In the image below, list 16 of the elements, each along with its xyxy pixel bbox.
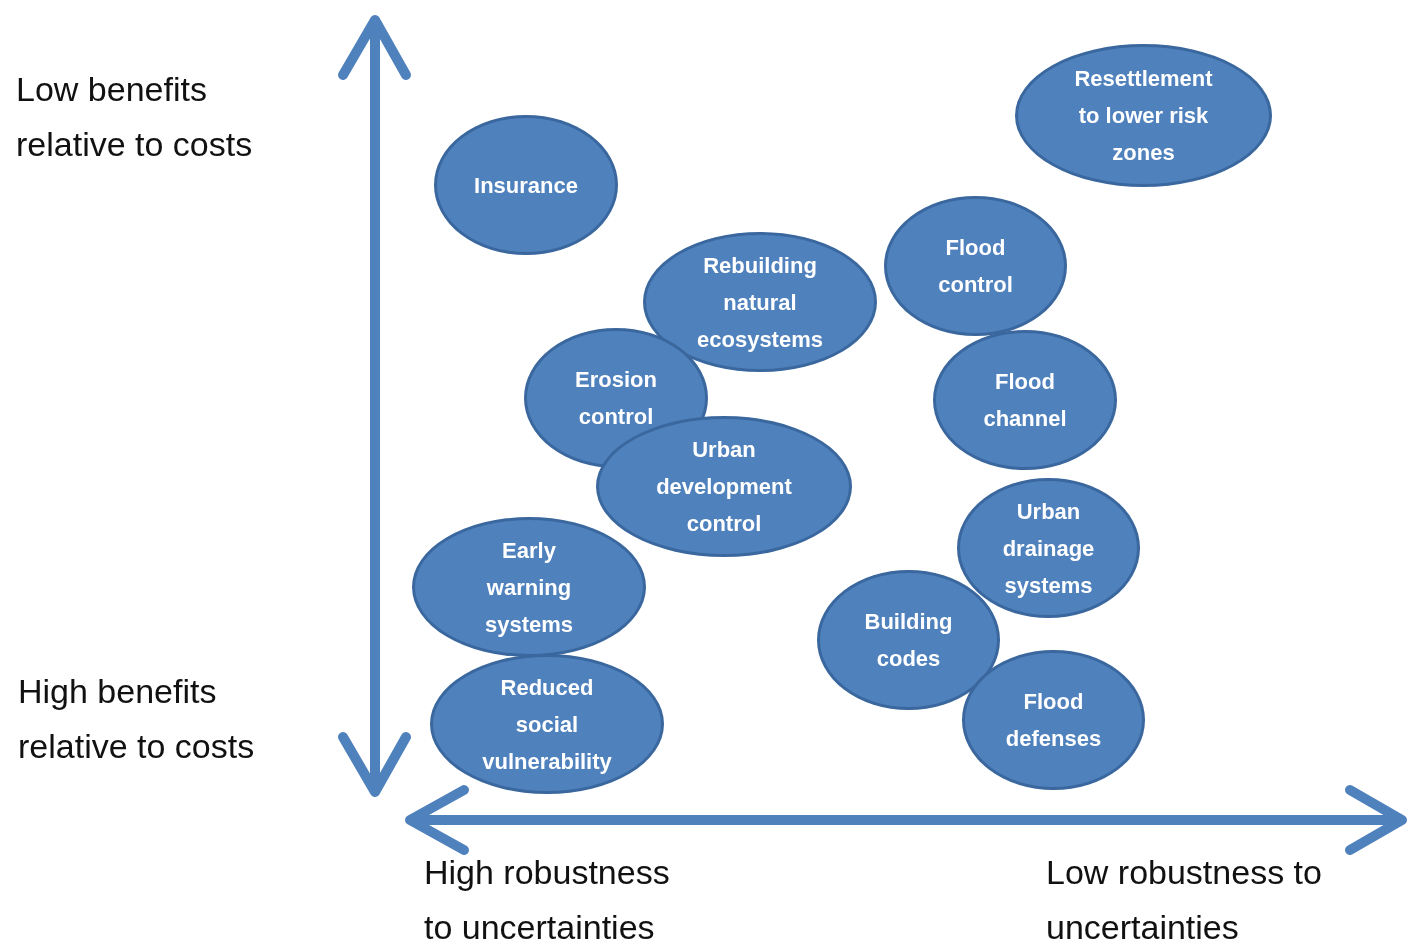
axis-label: Low benefits relative to costs (16, 69, 254, 165)
node-label: Urban drainage systems (1001, 497, 1096, 600)
node-label: Flood channel (982, 368, 1068, 433)
axis-label: High robustness to uncertainties (424, 852, 671, 945)
axis-label: High benefits relative to costs (18, 671, 256, 767)
node-label: Resettlement to lower risk zones (1073, 65, 1214, 167)
node-label: Erosion control (574, 366, 658, 431)
node-label: Early warning systems (483, 536, 575, 639)
node-label: Reduced social vulnerability (481, 673, 613, 776)
node-label: Insurance (473, 171, 579, 200)
node-label: Urban development control (655, 436, 793, 538)
node-label: Flood defenses (1004, 688, 1103, 753)
axis-label: Low robustness to uncertainties (1046, 852, 1323, 945)
node-label: Rebuilding natural ecosystems (696, 251, 824, 354)
node-label: Building codes (863, 608, 954, 673)
node-label: Flood control (937, 234, 1014, 299)
